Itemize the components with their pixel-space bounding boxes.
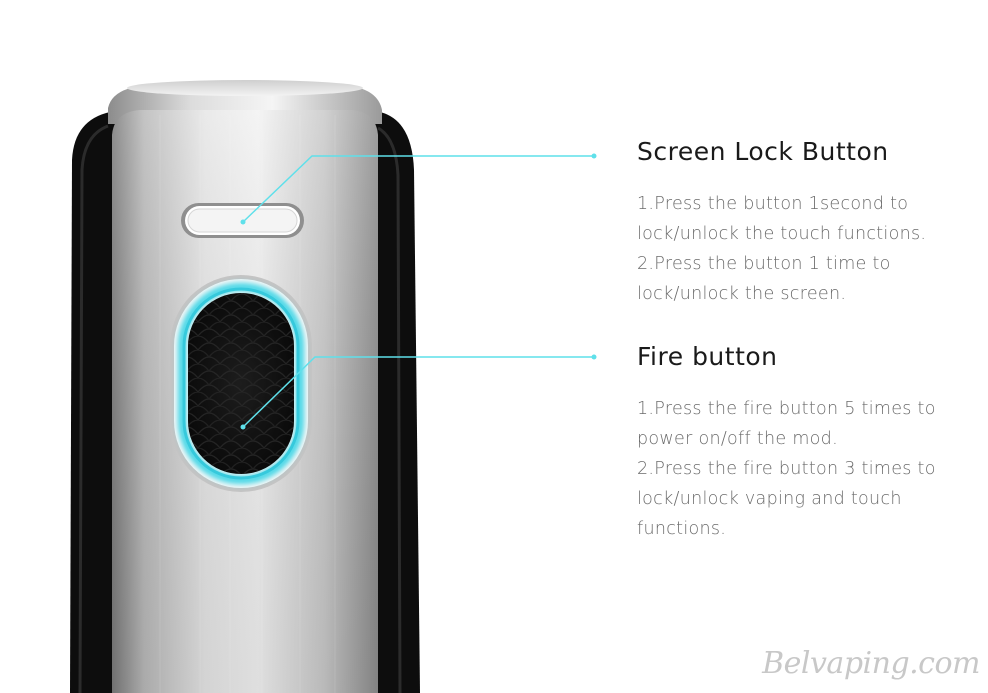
- callout-line: 2.Press the button 1 time to: [637, 254, 891, 274]
- callout-line: lock/unlock vaping and touch: [637, 489, 902, 509]
- callout-screen-lock: Screen Lock Button 1.Press the button 1s…: [637, 137, 977, 309]
- callout-fire-button: Fire button 1.Press the fire button 5 ti…: [637, 342, 977, 544]
- fire-button[interactable]: [170, 275, 312, 492]
- callout-description: 1.Press the fire button 5 times to power…: [637, 394, 977, 544]
- callout-line: lock/unlock the screen.: [637, 284, 847, 304]
- callout-line: power on/off the mod.: [637, 429, 838, 449]
- callout-line: 2.Press the fire button 3 times to: [637, 459, 936, 479]
- callout-line: 1.Press the fire button 5 times to: [637, 399, 936, 419]
- leader-line-screen-lock: [240, 153, 597, 225]
- callout-description: 1.Press the button 1second to lock/unloc…: [637, 189, 977, 309]
- callout-title: Screen Lock Button: [637, 137, 889, 166]
- callout-line: 1.Press the button 1second to: [637, 194, 909, 214]
- callout-title: Fire button: [637, 342, 778, 371]
- callout-line: functions.: [637, 519, 727, 539]
- watermark: Belvaping.com: [762, 646, 980, 681]
- leader-line-fire-button: [240, 354, 597, 430]
- callout-line: lock/unlock the touch functions.: [637, 224, 927, 244]
